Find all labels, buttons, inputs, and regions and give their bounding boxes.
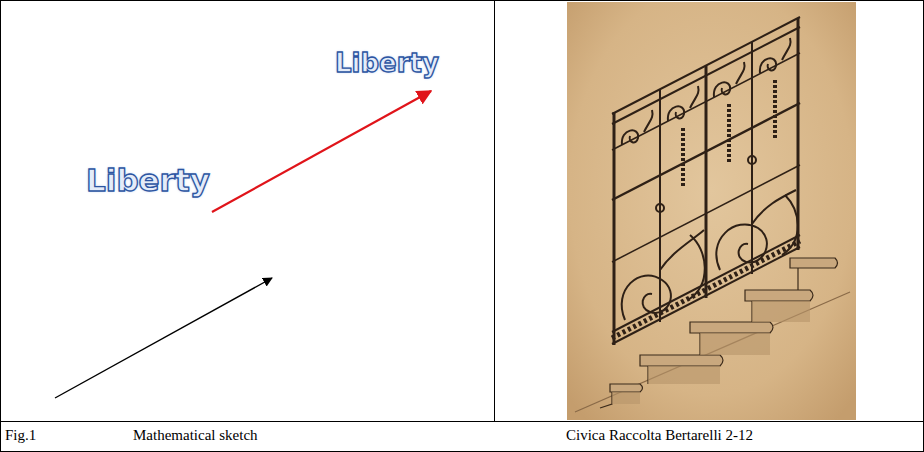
translation-vector xyxy=(212,91,431,212)
image-credit: Civica Raccolta Bertarelli 2-12 xyxy=(566,427,753,444)
railing-drawing xyxy=(567,2,856,420)
word-art-text: Liberty xyxy=(335,49,439,79)
table-rule xyxy=(0,421,924,422)
figure-caption: Mathematical sketch xyxy=(133,427,258,444)
word-art-text: Liberty xyxy=(86,163,210,199)
table-divider xyxy=(494,0,495,421)
free-vector xyxy=(55,278,272,398)
figure-number: Fig.1 xyxy=(5,427,36,444)
